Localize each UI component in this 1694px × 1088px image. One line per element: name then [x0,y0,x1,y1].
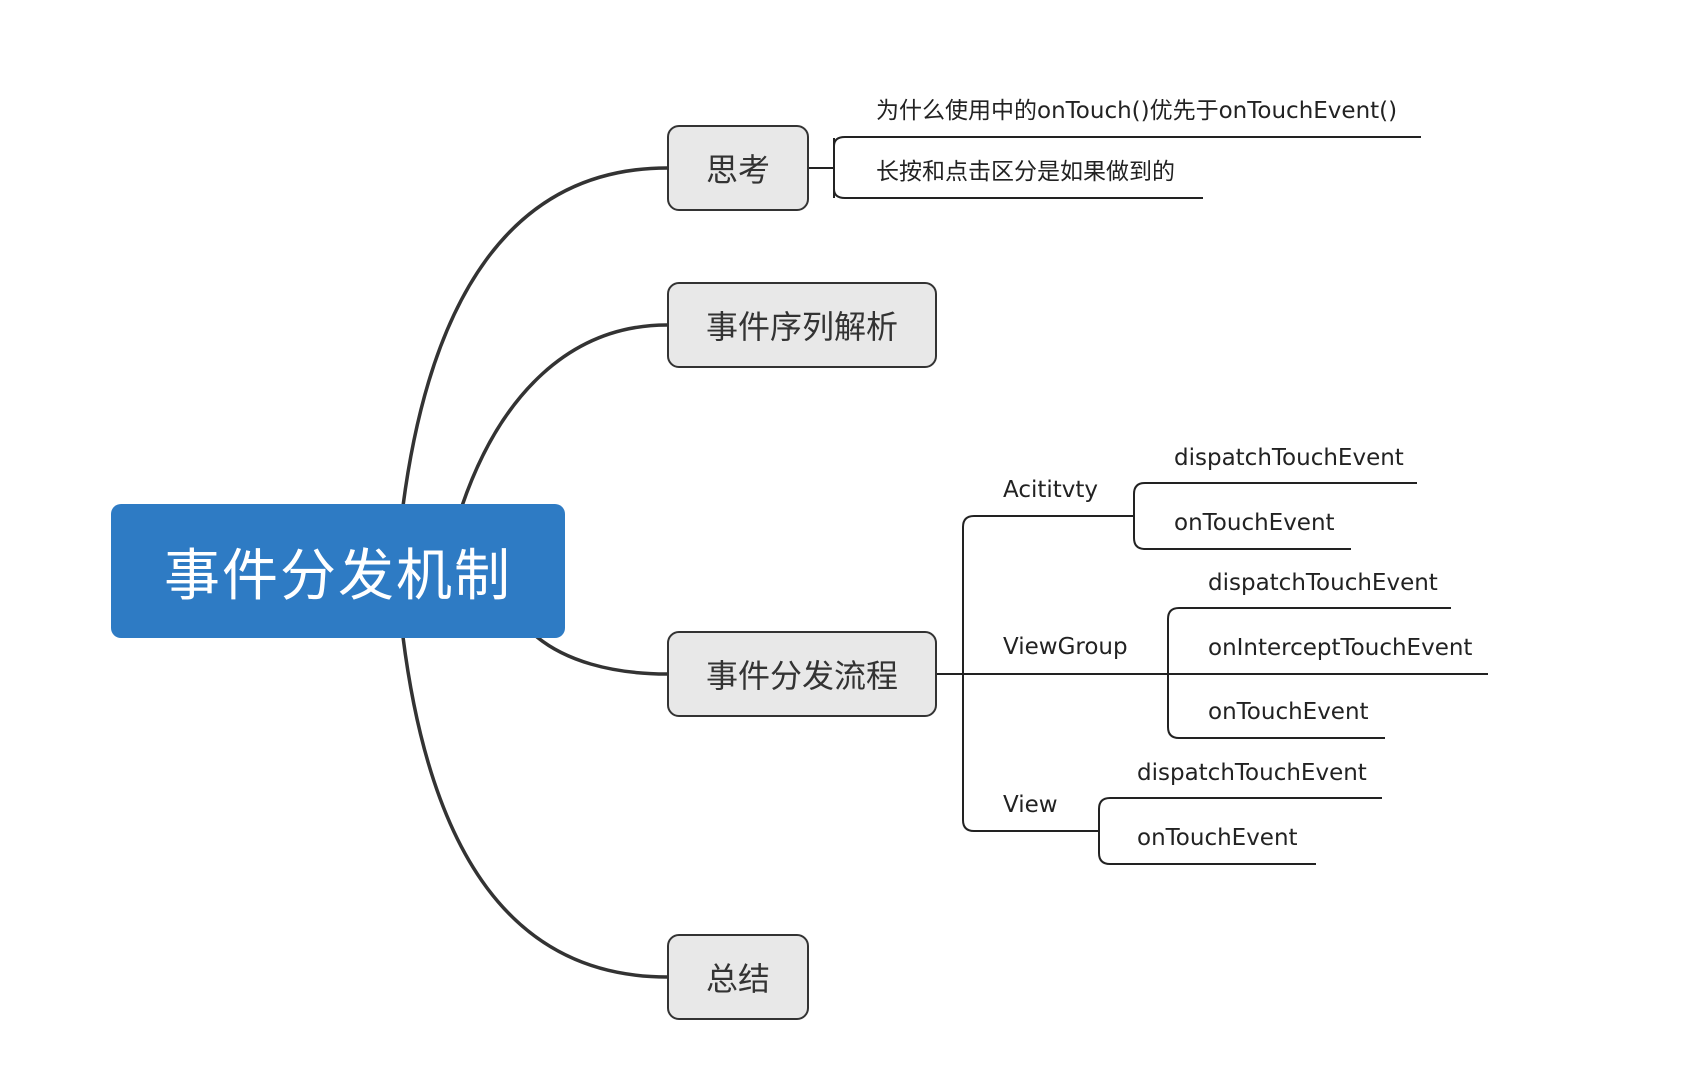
leaf-viewgroup-ontouch[interactable]: onTouchEvent [1208,699,1369,725]
subtopic-thinking-2[interactable]: 长按和点击区分是如果做到的 [876,159,1175,185]
underline-view-1 [1098,797,1382,810]
subtopic-viewgroup[interactable]: ViewGroup [1003,634,1128,660]
subtopic-view[interactable]: View [1003,792,1058,818]
underline-view-2 [1098,852,1316,865]
connector-flow-activity [962,515,1134,674]
topic-dispatch-flow[interactable]: 事件分发流程 [667,631,937,717]
leaf-viewgroup-intercept[interactable]: onInterceptTouchEvent [1208,635,1473,661]
connector-flow-view [962,674,1099,832]
underline-viewgroup-3 [1167,726,1385,739]
underline-activity-1 [1133,482,1417,495]
leaf-view-dispatch[interactable]: dispatchTouchEvent [1137,760,1367,786]
underline-thinking-1 [833,136,1421,147]
topic-thinking[interactable]: 思考 [667,125,809,211]
connector-thinking-bracket [808,138,835,198]
underline-viewgroup-1 [1167,607,1451,620]
root-topic[interactable]: 事件分发机制 [111,504,565,638]
topic-summary[interactable]: 总结 [667,934,809,1020]
connector-root-flow [535,635,669,676]
leaf-activity-ontouch[interactable]: onTouchEvent [1174,510,1335,536]
connector-root-thinking [401,166,669,508]
connector-root-summary [401,635,669,979]
subtopic-activity[interactable]: Acititvty [1003,477,1099,503]
leaf-view-ontouch[interactable]: onTouchEvent [1137,825,1298,851]
underline-activity-2 [1133,537,1351,550]
topic-event-sequence[interactable]: 事件序列解析 [667,282,937,368]
leaf-activity-dispatch[interactable]: dispatchTouchEvent [1174,445,1404,471]
leaf-viewgroup-dispatch[interactable]: dispatchTouchEvent [1208,570,1438,596]
connector-root-sequence [460,323,669,508]
underline-thinking-2 [833,188,1203,199]
subtopic-thinking-1[interactable]: 为什么使用中的onTouch()优先于onTouchEvent() [876,98,1398,124]
